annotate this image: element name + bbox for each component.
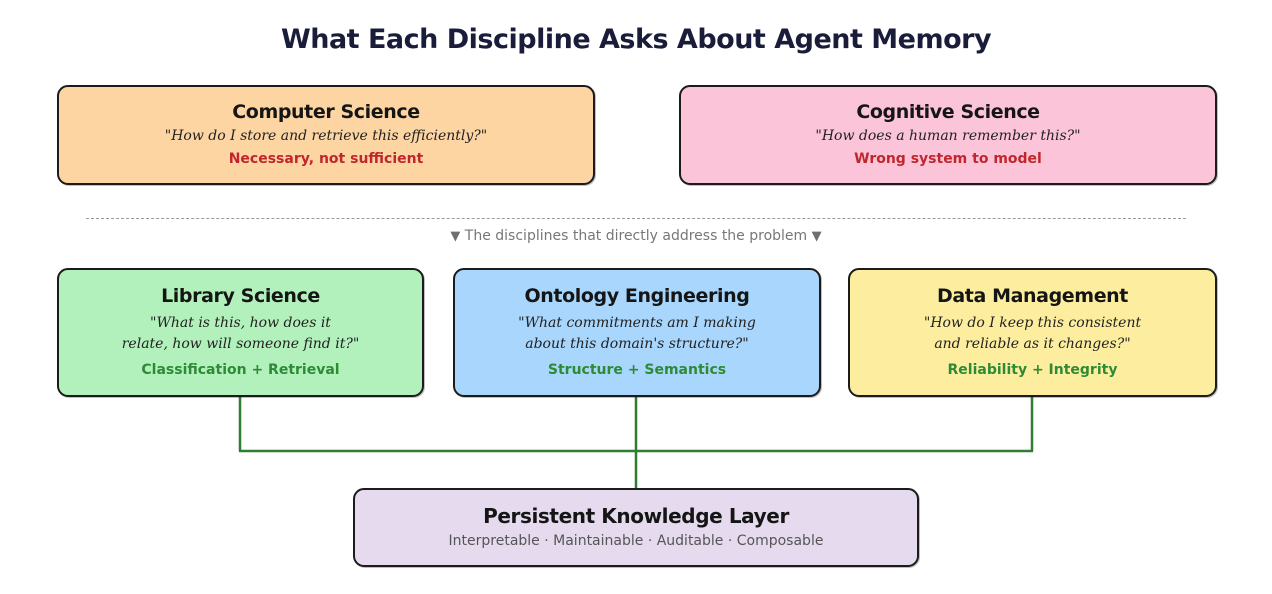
computer-science-verdict: Necessary, not sufficient xyxy=(228,151,424,167)
divider-label: ▼ The disciplines that directly address … xyxy=(0,228,1272,244)
library-science-question: "What is this, how does it relate, how w… xyxy=(59,313,422,355)
ontology-engineering-question: "What commitments am I making about this… xyxy=(455,313,819,355)
persistent-knowledge-layer-box: Persistent Knowledge Layer Interpretable… xyxy=(353,488,919,567)
library-science-question-line2: relate, how will someone find it?" xyxy=(121,336,360,352)
ontology-engineering-box: Ontology Engineering "What commitments a… xyxy=(453,268,821,397)
divider-text: The disciplines that directly address th… xyxy=(464,228,808,244)
library-science-focus: Classification + Retrieval xyxy=(141,362,340,378)
computer-science-question: "How do I store and retrieve this effici… xyxy=(164,128,488,144)
data-management-question: "How do I keep this consistent and relia… xyxy=(850,313,1215,355)
diagram-title: What Each Discipline Asks About Agent Me… xyxy=(280,24,992,55)
persistent-knowledge-layer-title: Persistent Knowledge Layer xyxy=(483,504,789,528)
dashed-divider xyxy=(86,218,1186,219)
cognitive-science-box: Cognitive Science "How does a human reme… xyxy=(679,85,1217,185)
ontology-engineering-question-line1: "What commitments am I making xyxy=(518,315,756,331)
data-management-question-line1: "How do I keep this consistent xyxy=(923,315,1142,331)
data-management-focus: Reliability + Integrity xyxy=(947,362,1118,378)
cognitive-science-verdict: Wrong system to model xyxy=(854,151,1042,167)
ontology-engineering-question-line2: about this domain's structure?" xyxy=(525,336,749,352)
data-management-title: Data Management xyxy=(937,285,1128,307)
library-science-title: Library Science xyxy=(161,285,320,307)
cognitive-science-title: Cognitive Science xyxy=(856,101,1040,123)
ontology-engineering-focus: Structure + Semantics xyxy=(547,362,727,378)
computer-science-box: Computer Science "How do I store and ret… xyxy=(57,85,595,185)
computer-science-title: Computer Science xyxy=(232,101,420,123)
data-management-question-line2: and reliable as it changes?" xyxy=(934,336,1131,352)
ontology-engineering-title: Ontology Engineering xyxy=(524,285,750,307)
cognitive-science-question: "How does a human remember this?" xyxy=(815,128,1081,144)
data-management-box: Data Management "How do I keep this cons… xyxy=(848,268,1217,397)
persistent-knowledge-layer-properties: Interpretable · Maintainable · Auditable… xyxy=(448,533,824,549)
triangle-down-icon: ▼ xyxy=(450,229,461,244)
library-science-box: Library Science "What is this, how does … xyxy=(57,268,424,397)
triangle-down-icon: ▼ xyxy=(811,229,822,244)
library-science-question-line1: "What is this, how does it xyxy=(150,315,331,331)
